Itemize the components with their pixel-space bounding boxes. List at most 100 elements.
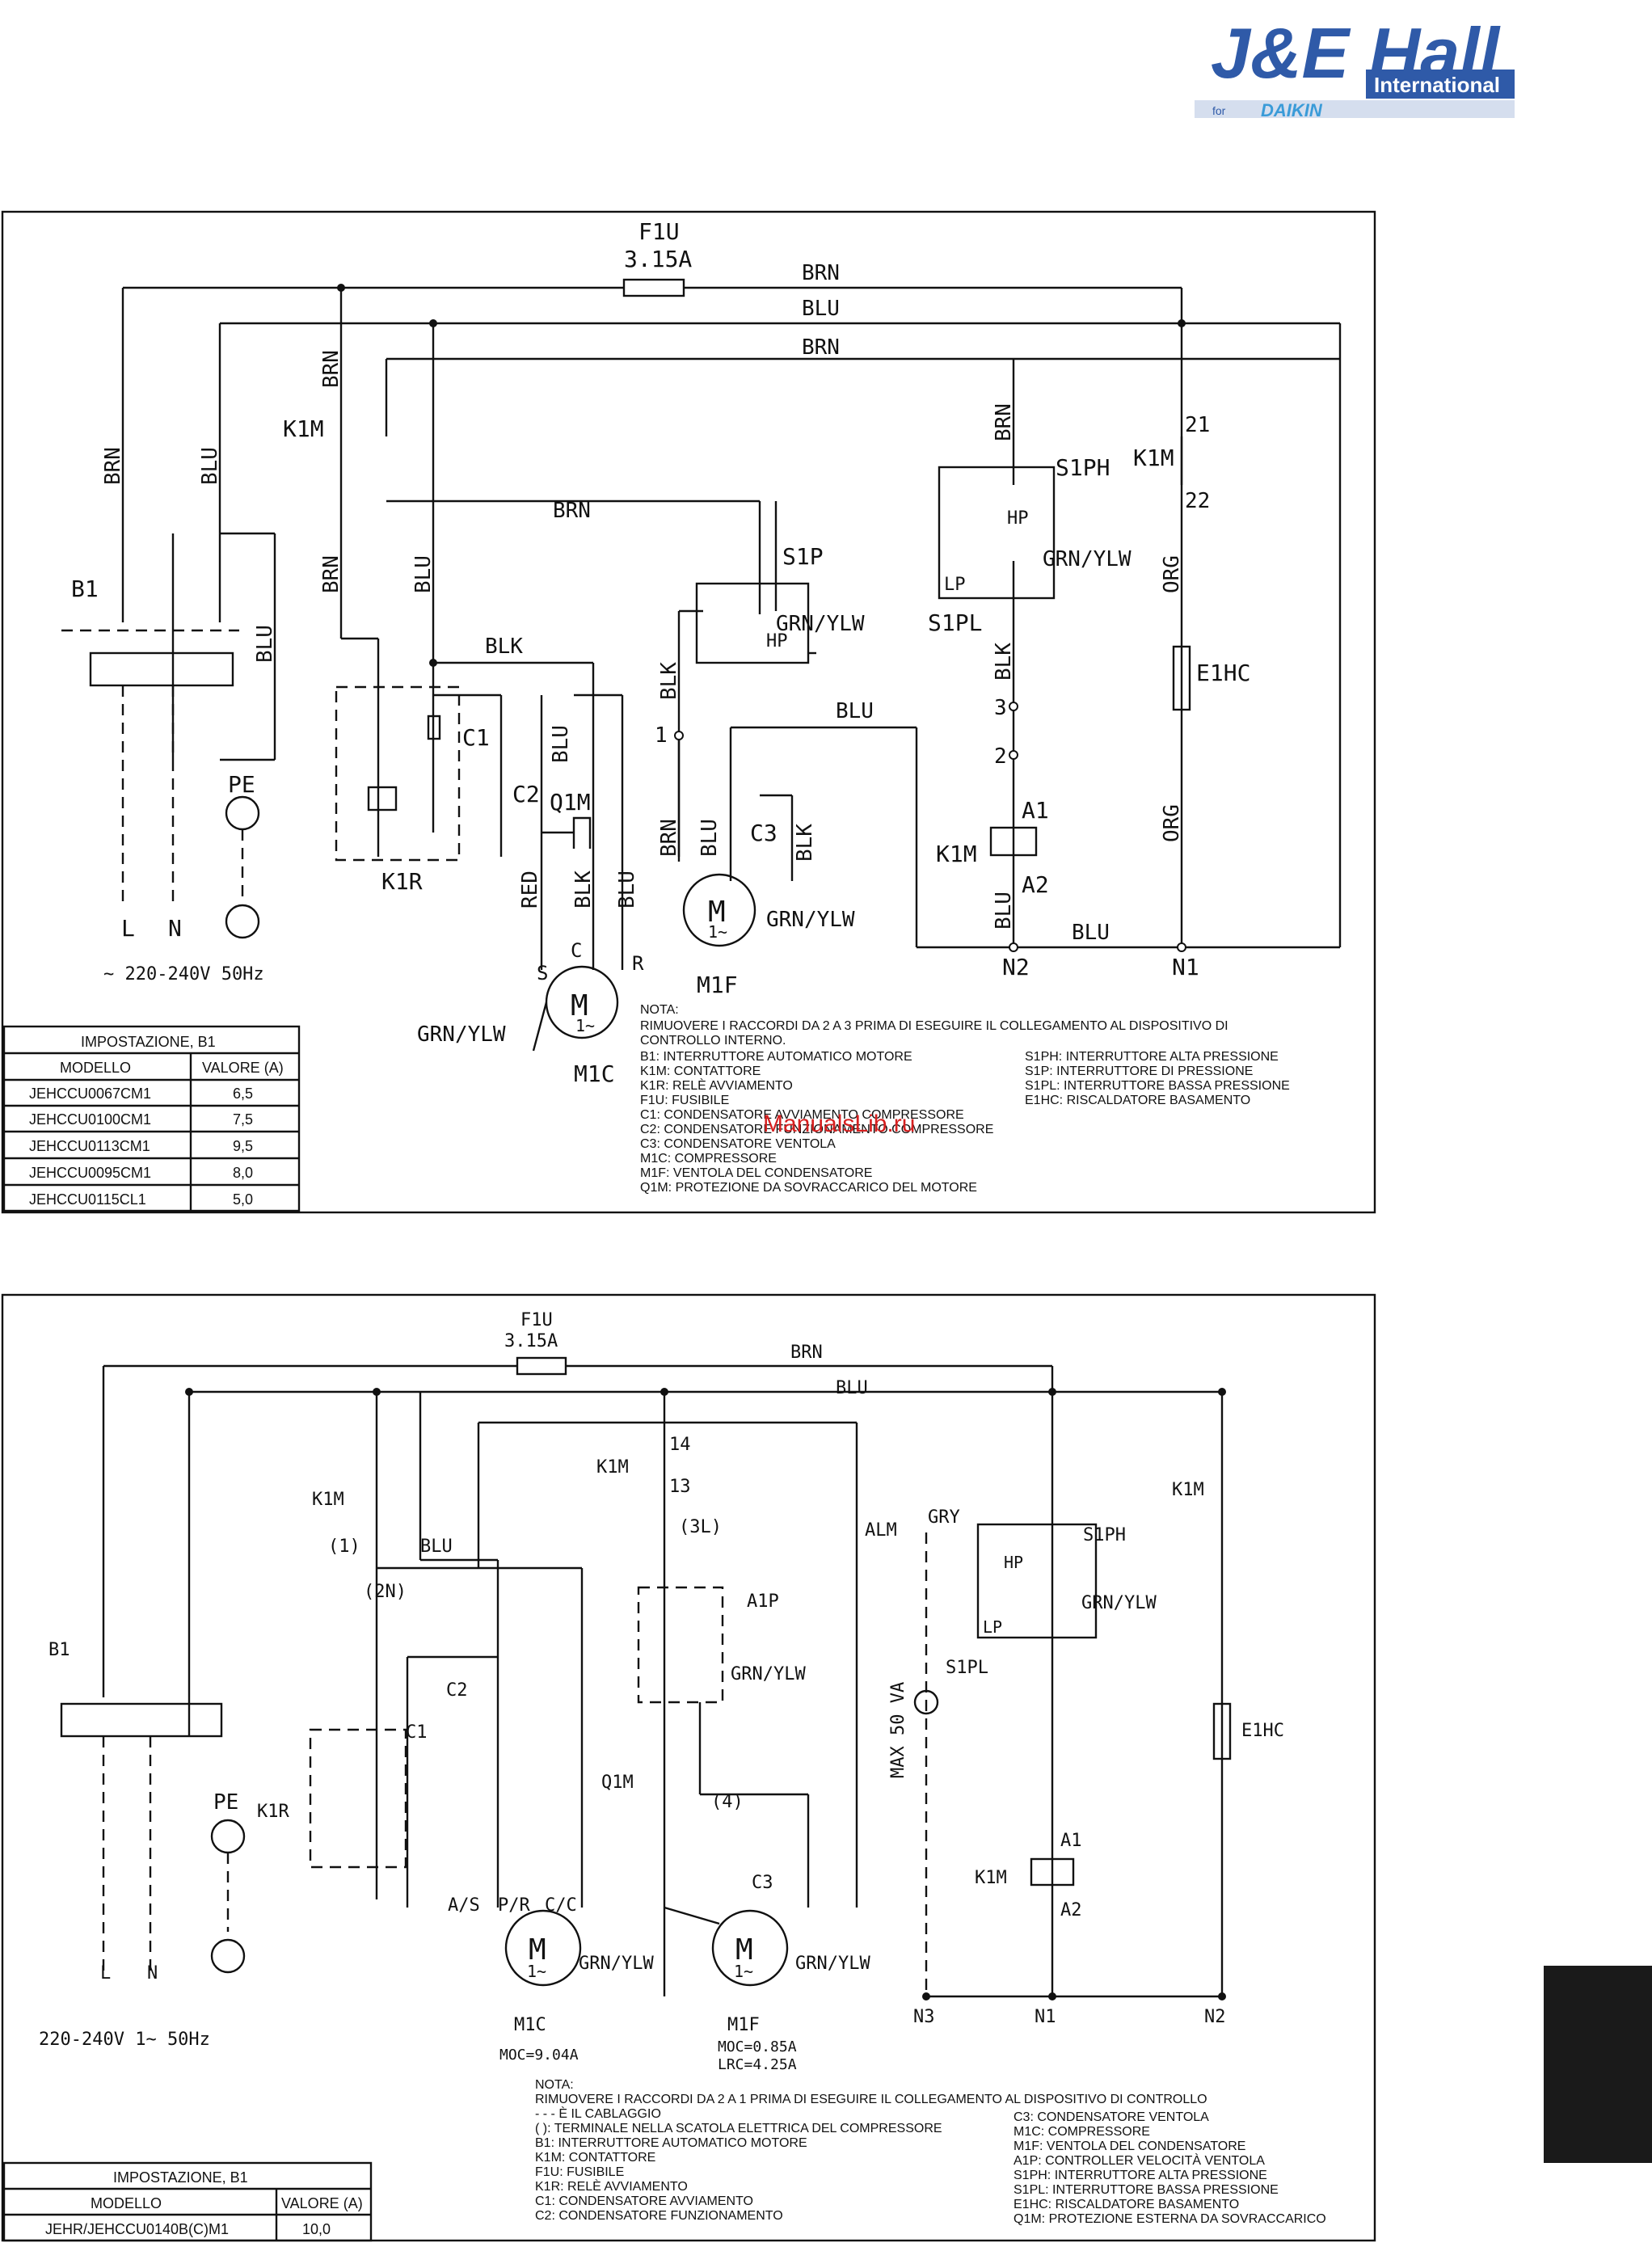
n2-label: N2	[1002, 954, 1030, 980]
s1ph2-hp: HP	[1004, 1553, 1023, 1572]
v-org-1: ORG	[1160, 555, 1184, 593]
k1m2-c-label: K1M	[1172, 1480, 1204, 1500]
s1ph-grnylw: GRN/YLW	[1043, 547, 1132, 571]
note2-right: Q1M: PROTEZIONE ESTERNA DA SOVRACCARICO	[1014, 2212, 1326, 2226]
wire2-blu-b: BLU	[420, 1537, 453, 1557]
v-blu-1: BLU	[198, 447, 222, 485]
v-blk-3: BLK	[992, 643, 1016, 681]
table1-cell: JEHCCU0067CM1	[29, 1086, 151, 1102]
note2-right: A1P: CONTROLLER VELOCITÀ VENTOLA	[1014, 2152, 1265, 2168]
m1c-label: M1C	[574, 1060, 615, 1087]
moc-m1f: MOC=0.85A	[718, 2038, 797, 2055]
k1m-aux-label: K1M	[1133, 445, 1174, 471]
s1pl-label: S1PL	[928, 609, 982, 636]
diagram1-note: NOTA: RIMUOVERE I RACCORDI DA 2 A 3 PRIM…	[640, 1003, 1290, 1195]
note1-title: NOTA:	[640, 1003, 679, 1017]
v-blu-5: BLU	[992, 892, 1016, 930]
note1-line: M1C: COMPRESSORE	[640, 1152, 777, 1166]
brand-line3: DAIKIN	[1261, 100, 1323, 120]
v-blu-6: BLU	[615, 871, 639, 908]
table1-cell: JEHCCU0115CL1	[29, 1191, 146, 1208]
lrc-m1f: LRC=4.25A	[718, 2056, 797, 2073]
table2-title: IMPOSTAZIONE, B1	[113, 2169, 248, 2186]
k1r-label: K1R	[381, 868, 423, 895]
v-brn-2: BRN	[319, 350, 343, 388]
pr-label: P/R	[498, 1895, 530, 1916]
diagram2-note: NOTA: RIMUOVERE I RACCORDI DA 2 A 1 PRIM…	[535, 2078, 1326, 2226]
m1c2-phase: 1~	[527, 1962, 546, 1981]
b1-2-label: B1	[48, 1640, 70, 1660]
table1-cell: 7,5	[233, 1111, 253, 1128]
s1pl2-lp: LP	[983, 1617, 1002, 1637]
note2-title: NOTA:	[535, 2078, 574, 2092]
table2-header-value: VALORE (A)	[281, 2195, 363, 2211]
m1f2-grnylw: GRN/YLW	[795, 1954, 870, 1974]
brand-band	[1366, 70, 1515, 99]
table2-cell: 10,0	[302, 2221, 331, 2237]
note2-line: K1R: RELÈ AVVIAMENTO	[535, 2178, 688, 2194]
note2-line: ( ): TERMINALE NELLA SCATOLA ELETTRICA D…	[535, 2122, 942, 2135]
wire-blu-3: BLU	[1072, 921, 1110, 945]
gry-label: GRY	[928, 1507, 960, 1528]
q1m2-label: Q1M	[601, 1773, 634, 1793]
pe-label: PE	[228, 771, 255, 798]
c2-label: C2	[512, 781, 540, 807]
diagram2-frame	[1, 1293, 1376, 2242]
diagram1-frame	[1, 210, 1376, 1214]
a1p-grnylw: GRN/YLW	[731, 1664, 806, 1684]
m1f2-phase: 1~	[734, 1962, 753, 1981]
supply-label: ~ 220-240V 50Hz	[103, 964, 264, 984]
k1m-label: K1M	[283, 415, 324, 442]
c2-2-label: C2	[446, 1680, 468, 1701]
t2: 2	[994, 744, 1007, 769]
table1-cell: 9,5	[233, 1138, 253, 1154]
m1f-label: M1F	[697, 972, 738, 998]
line-n-label: N	[168, 915, 182, 942]
v-org-2: ORG	[1160, 804, 1184, 842]
wire-blu-1: BLU	[802, 297, 840, 321]
fuse2-rating: 3.15A	[504, 1331, 558, 1351]
c3-2-label: C3	[752, 1873, 773, 1893]
s1p-label: S1P	[782, 543, 824, 570]
v-brn-1: BRN	[101, 447, 125, 485]
v-brn-5: BRN	[992, 403, 1016, 441]
note2-line: K1M: CONTATTORE	[535, 2151, 655, 2165]
v-blk-2: BLK	[793, 824, 817, 862]
table2-header-model: MODELLO	[91, 2195, 162, 2211]
wire-blu-2: BLU	[836, 699, 874, 723]
v-blk-4: BLK	[571, 871, 596, 908]
note1-right: S1PH: INTERRUTTORE ALTA PRESSIONE	[1025, 1050, 1279, 1064]
s1pl-lp: LP	[944, 575, 966, 595]
note2-line: C1: CONDENSATORE AVVIAMENTO	[535, 2194, 753, 2208]
t3: 3	[994, 696, 1007, 720]
v-blu-4: BLU	[697, 819, 722, 857]
m1c-phase: 1~	[575, 1016, 595, 1035]
t1p-label: (1)	[328, 1537, 360, 1557]
table1-cell: 5,0	[233, 1191, 253, 1208]
v-brn-3: BRN	[319, 555, 343, 593]
k1m2-label: K1M	[312, 1490, 344, 1510]
alm-label: ALM	[865, 1520, 897, 1541]
note2-right: C3: CONDENSATORE VENTOLA	[1014, 2110, 1209, 2124]
fuse2-name: F1U	[520, 1310, 553, 1330]
note2-right: S1PL: INTERRUTTORE BASSA PRESSIONE	[1014, 2183, 1279, 2197]
m1f2-m: M	[735, 1933, 753, 1967]
pe2-label: PE	[213, 1790, 238, 1815]
note1-right: E1HC: RISCALDATORE BASAMENTO	[1025, 1094, 1250, 1107]
note1-line: B1: INTERRUTTORE AUTOMATICO MOTORE	[640, 1050, 912, 1064]
wire-brn-1: BRN	[802, 261, 840, 285]
brand-logo: J&E Hall International for DAIKIN	[1195, 13, 1515, 120]
diagram2-nodes	[185, 1388, 1226, 2000]
note1-line: F1U: FUSIBILE	[640, 1094, 729, 1107]
wire2-brn: BRN	[790, 1343, 823, 1363]
m1c2-label: M1C	[514, 2015, 546, 2035]
brand-band2	[1195, 100, 1515, 118]
t4p-label: (4)	[711, 1792, 744, 1812]
table1-cell: JEHCCU0095CM1	[29, 1165, 151, 1181]
note1-line: C2: CONDENSATORE FUNZIONAMENTO COMPRESSO…	[640, 1123, 993, 1136]
k1m2-b-label: K1M	[596, 1457, 629, 1478]
table1-header-value: VALORE (A)	[202, 1060, 284, 1076]
t21: 21	[1185, 413, 1210, 437]
m1c-grnylw: GRN/YLW	[417, 1022, 506, 1047]
